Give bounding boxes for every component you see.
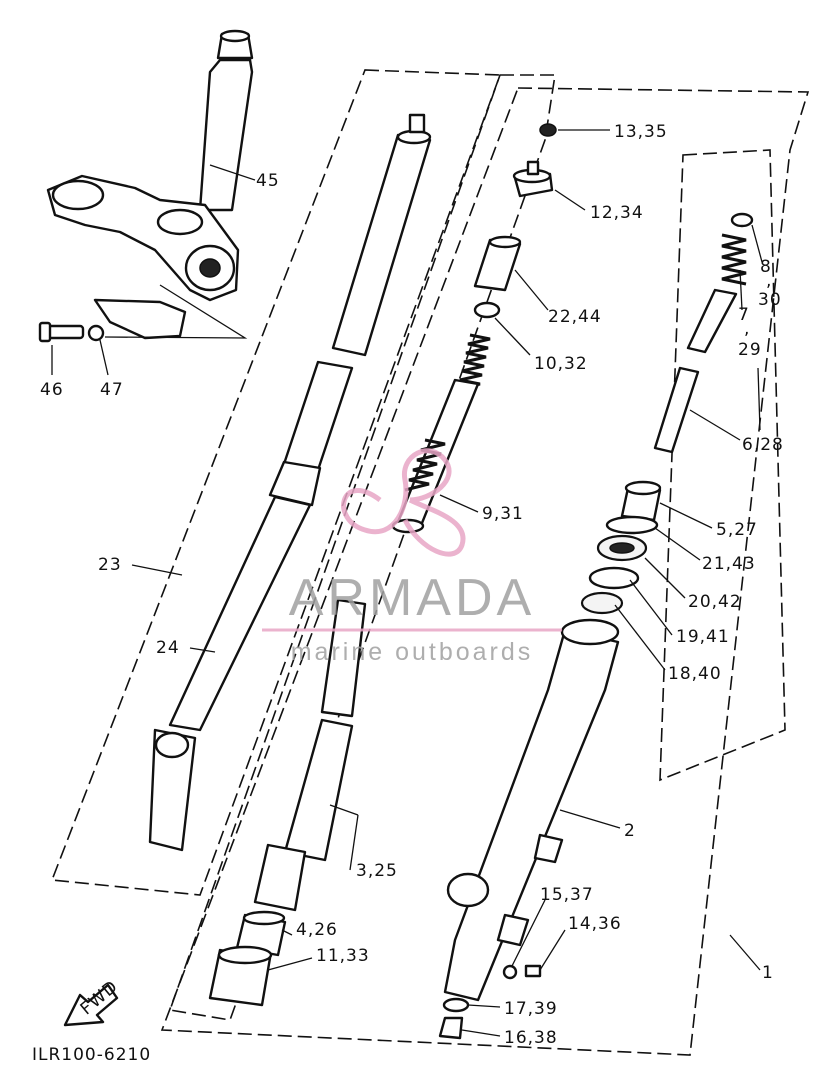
drain-screw-14-36	[524, 964, 542, 978]
group-boxes	[50, 69, 810, 1056]
drain-washer-15-37	[502, 964, 518, 980]
callout-20-42: 20,42	[688, 592, 742, 612]
callout-5-27: 5,27	[716, 520, 758, 540]
callout-23: 23	[98, 555, 122, 575]
spring-seat-10-32	[473, 301, 501, 319]
callout-14-36: 14,36	[568, 914, 622, 934]
callout-4-26: 4,26	[296, 920, 338, 940]
group-box-3-25	[168, 74, 556, 1021]
callout-8: 8	[760, 257, 772, 277]
clip-21-43	[605, 515, 659, 535]
steering-stem-shaft	[198, 58, 254, 212]
armada-logo-icon	[341, 448, 466, 557]
callout-9-31: 9,31	[482, 504, 524, 524]
oil-seal-20-42-inner	[609, 542, 635, 554]
crown-leader-lines	[104, 284, 248, 339]
bottom-cap-top	[217, 945, 273, 965]
damper-collar-top	[242, 910, 286, 926]
bolt-16-38	[438, 1016, 464, 1040]
callout-11-33: 11,33	[316, 946, 370, 966]
damper-rod-6-28-lower	[653, 366, 700, 454]
bushing-18-40	[580, 591, 624, 615]
callout-21-43: 21,43	[702, 554, 756, 574]
outer-tube-body	[443, 628, 620, 1002]
outer-tube-lug	[496, 913, 530, 947]
top-cap-parts	[512, 123, 557, 198]
callout-24: 24	[156, 638, 180, 658]
callout-6-28: 6,28	[742, 435, 784, 455]
callout-19-41: 19,41	[676, 627, 730, 647]
damper-rod-kit	[653, 212, 754, 454]
callout-47: 47	[100, 380, 124, 400]
callout-46: 46	[40, 380, 64, 400]
callout-1: 1	[762, 963, 774, 983]
callout-labels: 45 46 47 23 24 13,35 12,34 22,44 10,32 9…	[32, 122, 784, 1065]
washer-17-39	[442, 997, 470, 1013]
dust-seal-top	[624, 480, 662, 496]
outer-tube-axle-boss	[446, 872, 490, 908]
crown-right-bore-inner	[199, 258, 221, 278]
watermark-brand: ARMADA	[289, 569, 535, 627]
group-box-6-28	[659, 149, 786, 782]
inner-tube-collar	[268, 460, 322, 507]
damper-rod	[283, 718, 354, 862]
seal-stack	[580, 480, 662, 615]
watermark: ARMADA marine outboards	[262, 448, 562, 666]
callout-comma-2: ,	[744, 319, 750, 339]
spacer-top	[488, 235, 522, 249]
clip-8-30	[730, 212, 754, 228]
rebound-spring-7-29	[721, 233, 747, 286]
axle-hole-23	[154, 731, 190, 759]
fork-spring-lower	[404, 438, 446, 492]
crown-left-bore	[51, 179, 105, 211]
callout-45: 45	[256, 171, 280, 191]
callout-13-35: 13,35	[614, 122, 668, 142]
inner-tube-middle	[282, 360, 354, 472]
group-box-1	[160, 87, 810, 1056]
callout-2: 2	[624, 821, 636, 841]
callout-10-32: 10,32	[534, 354, 588, 374]
inner-tube-upper	[331, 133, 432, 357]
leader-lines	[51, 129, 763, 1037]
callout-17-39: 17,39	[504, 999, 558, 1019]
callout-15-37: 15,37	[540, 885, 594, 905]
bolt-46-head	[38, 321, 52, 343]
spring-parts	[391, 235, 522, 534]
washer-47	[87, 324, 105, 342]
callout-3-25: 3,25	[356, 861, 398, 881]
nut-13-35	[539, 123, 557, 137]
outer-tube-mouth	[560, 618, 620, 646]
outer-tube	[438, 618, 620, 1040]
callout-30: 30	[758, 290, 782, 310]
air-valve-top	[408, 113, 426, 134]
crown-center-bore	[156, 208, 204, 236]
outer-tube-tab	[533, 833, 564, 864]
steering-stem-assembly	[38, 29, 254, 343]
callout-18-40: 18,40	[668, 664, 722, 684]
callout-29: 29	[738, 340, 762, 360]
damper-body	[253, 843, 307, 912]
fwd-arrow: FWD	[63, 977, 122, 1027]
callout-7: 7	[738, 305, 750, 325]
damper-rod-6-28-upper	[686, 288, 738, 354]
inner-tube-assembly	[148, 113, 432, 852]
watermark-tagline: marine outboards	[291, 638, 534, 666]
group-box-23	[50, 69, 502, 896]
handlebar-clamp	[93, 298, 187, 340]
diagram-code: ILR100-6210	[32, 1045, 151, 1065]
callout-12-34: 12,34	[590, 203, 644, 223]
inner-tube-lower	[168, 495, 312, 732]
callout-16-38: 16,38	[504, 1028, 558, 1048]
washer-19-41	[588, 566, 640, 590]
callout-22-44: 22,44	[548, 307, 602, 327]
top-cap-valve	[526, 160, 540, 176]
callout-comma-1: ,	[766, 271, 772, 291]
stem-top-cap	[219, 29, 251, 43]
